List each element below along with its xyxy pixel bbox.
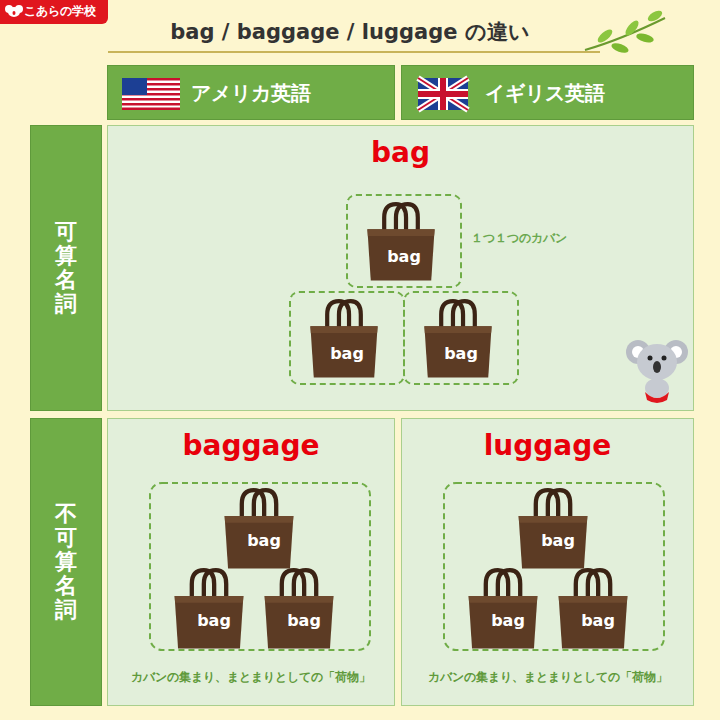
node-text: イギリス英語 (485, 79, 605, 106)
word-panel: luggageカバンの集まり、まとまりとしての「荷物」bagbagbag (401, 418, 694, 706)
bag-shape (302, 296, 386, 380)
leaf-branch (585, 9, 665, 55)
bag-shape (359, 199, 443, 283)
column-header: アメリカ英語 (107, 65, 395, 120)
word-panel: bag１つ１つのカバンbagbagbag (107, 125, 694, 411)
bag-icon: bag (460, 565, 556, 651)
bag-icon: bag (166, 565, 262, 651)
node-text: baggage (108, 429, 394, 462)
bag-box: bag (289, 291, 405, 385)
node-text: アメリカ英語 (191, 79, 311, 106)
node-text: 可算名詞 (55, 220, 77, 317)
bag-box: bag (346, 194, 462, 288)
node-text: こあらの学校 (24, 3, 96, 20)
bag-label: bag (216, 531, 312, 550)
row-header: 不可算名詞 (30, 418, 102, 706)
koala-logo (5, 5, 23, 17)
bag-label: bag (166, 611, 262, 630)
node-note: カバンの集まり、まとまりとしての「荷物」 (108, 669, 394, 686)
bag-shape (550, 565, 636, 651)
column-header: イギリス英語 (401, 65, 694, 120)
bag-label: bag (256, 611, 352, 630)
node-note: カバンの集まり、まとまりとしての「荷物」 (402, 669, 693, 686)
node-text: bag (108, 136, 693, 169)
bag-shape (416, 296, 500, 380)
node-text: luggage (402, 429, 693, 462)
uk-flag (418, 78, 468, 110)
bag-shape (216, 485, 302, 571)
bag-label: bag (460, 611, 556, 630)
bag-label: bag (550, 611, 646, 630)
bag-box: bag (403, 291, 519, 385)
bag-icon: bag (550, 565, 646, 651)
bag-shape (510, 485, 596, 571)
row-header: 可算名詞 (30, 125, 102, 411)
bag-label: bag (405, 344, 517, 363)
word-panel: baggageカバンの集まり、まとまりとしての「荷物」bagbagbag (107, 418, 395, 706)
title-underline (108, 51, 600, 53)
bag-icon: bag (216, 485, 312, 571)
bag-shape (166, 565, 252, 651)
bag-label: bag (348, 247, 460, 266)
us-flag (122, 78, 180, 110)
node-text: 不可算名詞 (55, 502, 77, 623)
bag-shape (256, 565, 342, 651)
logo-tag: こあらの学校 (0, 0, 108, 24)
diagram-title: bag / baggage / luggage の違い (110, 18, 590, 46)
bag-icon: bag (256, 565, 352, 651)
node-note: １つ１つのカバン (471, 230, 567, 247)
group-frames (150, 483, 664, 650)
koala-mascot (626, 340, 688, 403)
bag-icon: bag (510, 485, 606, 571)
bag-shape (460, 565, 546, 651)
bag-label: bag (510, 531, 606, 550)
bag-label: bag (291, 344, 403, 363)
